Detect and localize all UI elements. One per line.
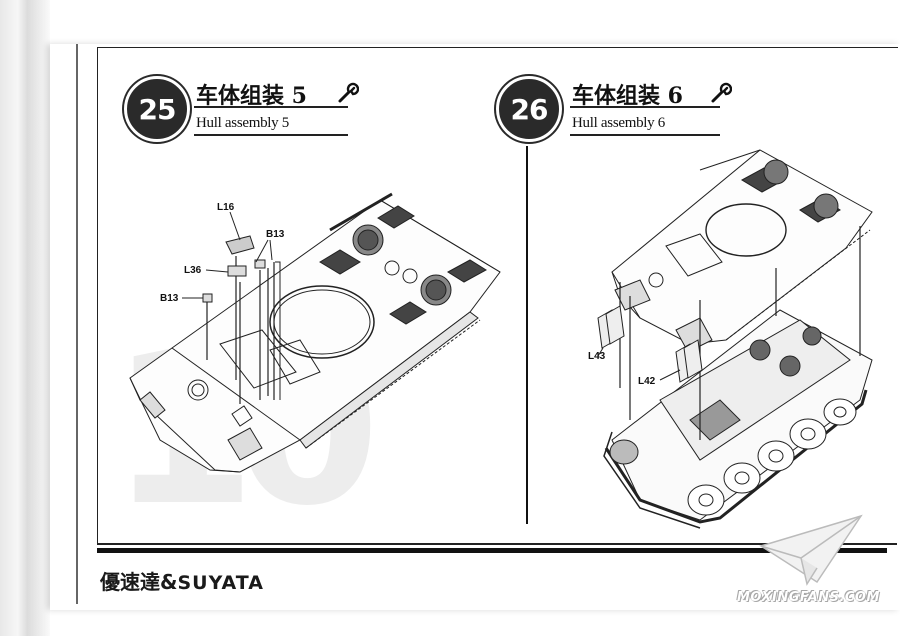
brand-name-cn: 優速達	[100, 570, 160, 594]
page-fold-line	[76, 44, 78, 604]
step-26-title-rule	[570, 106, 720, 108]
part-label-l43: L43	[588, 351, 606, 362]
part-label-b13-lower: B13	[160, 293, 179, 304]
part-label-l42: L42	[638, 376, 656, 387]
part-label-l36: L36	[184, 265, 202, 276]
step-26-subtitle-rule	[570, 134, 720, 136]
part-label-l16: L16	[217, 202, 235, 213]
page-frame	[97, 47, 898, 545]
step-25-subtitle-rule	[194, 134, 348, 136]
step-25-title-cn: 车体组装 5	[196, 83, 307, 109]
step-25-title-en: Hull assembly 5	[196, 115, 289, 131]
brand-name-latin: SUYATA	[177, 572, 264, 594]
step-25-number: 25	[124, 76, 190, 142]
site-watermark: MOXINGFANS.COM	[737, 590, 880, 605]
paper-plane-logo-icon	[759, 514, 863, 586]
step-26-title-en: Hull assembly 6	[572, 115, 665, 131]
brand-ampersand: &	[160, 570, 178, 594]
wrench-icon	[711, 82, 732, 103]
brand-logo: 優速達&SUYATA	[100, 566, 264, 595]
step-26-title-cn: 车体组装 6	[572, 83, 683, 109]
wrench-icon	[338, 82, 359, 103]
footer-rule	[97, 548, 887, 553]
part-label-b13-upper: B13	[266, 229, 285, 240]
step-26-number: 26	[496, 76, 562, 142]
step-25-hull-drawing	[129, 192, 501, 473]
frame-bottom-rule	[97, 543, 897, 545]
step-25-title-rule	[194, 106, 348, 108]
scan-edge-strip	[0, 0, 50, 636]
step-divider	[526, 146, 528, 524]
step-26-hull-drawing	[597, 149, 873, 529]
